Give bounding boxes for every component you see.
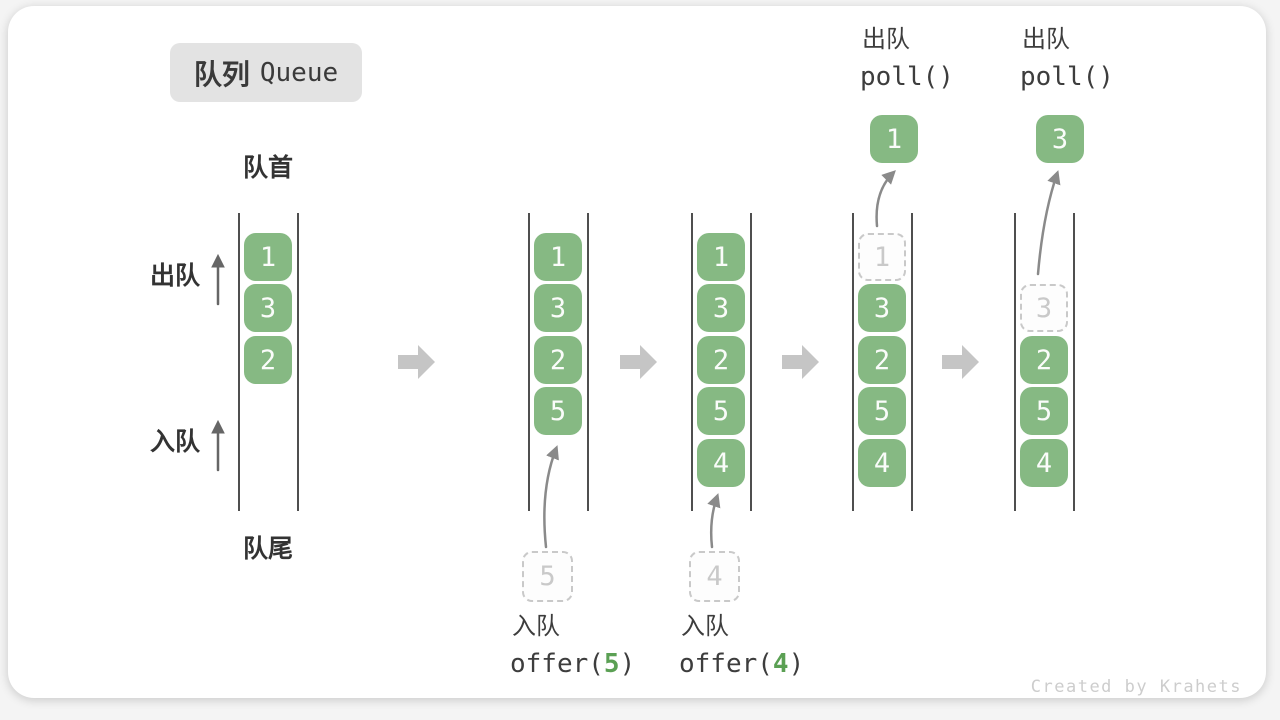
- queue4-box-2: 2: [858, 336, 906, 384]
- code-pre: offer(: [679, 649, 773, 679]
- queue4-wall-right: [911, 213, 913, 511]
- queue4-box-5: 5: [858, 387, 906, 435]
- queue4-removed-slot: 1: [858, 233, 906, 281]
- code-pre: offer(: [510, 649, 604, 679]
- queue5-dequeue-label: 出队: [1022, 26, 1070, 53]
- queue4-dequeued-box: 1: [870, 115, 918, 163]
- queue1-box-2: 2: [244, 336, 292, 384]
- watermark: Created by Krahets: [1030, 677, 1242, 697]
- queue2-box-3: 3: [534, 284, 582, 332]
- queue3-box-5: 5: [697, 387, 745, 435]
- queue2-wall-left: [528, 213, 530, 511]
- queue2-wall-right: [587, 213, 589, 511]
- queue5-box-5: 5: [1020, 387, 1068, 435]
- flow-arrow-2: [620, 345, 657, 379]
- queue5-dequeue-code: poll(): [1020, 62, 1114, 92]
- queue4-box-4: 4: [858, 439, 906, 487]
- queue4-dequeue-label: 出队: [862, 26, 910, 53]
- queue4-dequeue-code: poll(): [860, 62, 954, 92]
- queue3-box-3: 3: [697, 284, 745, 332]
- queue3-enqueue-code: offer(4): [679, 651, 804, 677]
- queue1-wall-right: [297, 213, 299, 511]
- flow-arrow-3: [782, 345, 819, 379]
- queue5-box-2: 2: [1020, 336, 1068, 384]
- label-dequeue: 出队: [150, 262, 201, 290]
- queue2-box-1: 1: [534, 233, 582, 281]
- queue3-wall-right: [750, 213, 752, 511]
- label-enqueue: 入队: [150, 428, 201, 456]
- title-badge: 队列 Queue: [170, 43, 362, 102]
- queue5-removed-slot: 3: [1020, 284, 1068, 332]
- queue2-box-2: 2: [534, 336, 582, 384]
- title-en: Queue: [259, 57, 339, 88]
- code-arg: 5: [603, 649, 620, 679]
- queue1-box-1: 1: [244, 233, 292, 281]
- label-queue-rear: 队尾: [242, 535, 293, 563]
- queue3-incoming-box: 4: [689, 551, 740, 602]
- queue3-box-4: 4: [697, 439, 745, 487]
- code-post: ): [788, 649, 805, 679]
- flow-arrow-4: [942, 345, 979, 379]
- queue3-box-2: 2: [697, 336, 745, 384]
- queue2-enqueue-label: 入队: [512, 613, 560, 640]
- queue5-wall-right: [1073, 213, 1075, 511]
- queue1-wall-left: [238, 213, 240, 511]
- queue5-wall-left: [1014, 213, 1016, 511]
- code-arg: 4: [772, 649, 789, 679]
- queue2-enqueue-code: offer(5): [510, 651, 635, 677]
- queue2-incoming-box: 5: [522, 551, 573, 602]
- label-queue-front: 队首: [242, 154, 293, 182]
- queue4-box-3: 3: [858, 284, 906, 332]
- title-zh: 队列: [193, 58, 250, 90]
- queue2-box-5: 5: [534, 387, 582, 435]
- queue3-enqueue-label: 入队: [681, 613, 729, 640]
- flow-arrow-1: [398, 345, 435, 379]
- queue4-wall-left: [852, 213, 854, 511]
- queue3-wall-left: [691, 213, 693, 511]
- queue1-box-3: 3: [244, 284, 292, 332]
- queue5-dequeued-box: 3: [1036, 115, 1084, 163]
- code-post: ): [619, 649, 636, 679]
- queue5-box-4: 4: [1020, 439, 1068, 487]
- queue3-box-1: 1: [697, 233, 745, 281]
